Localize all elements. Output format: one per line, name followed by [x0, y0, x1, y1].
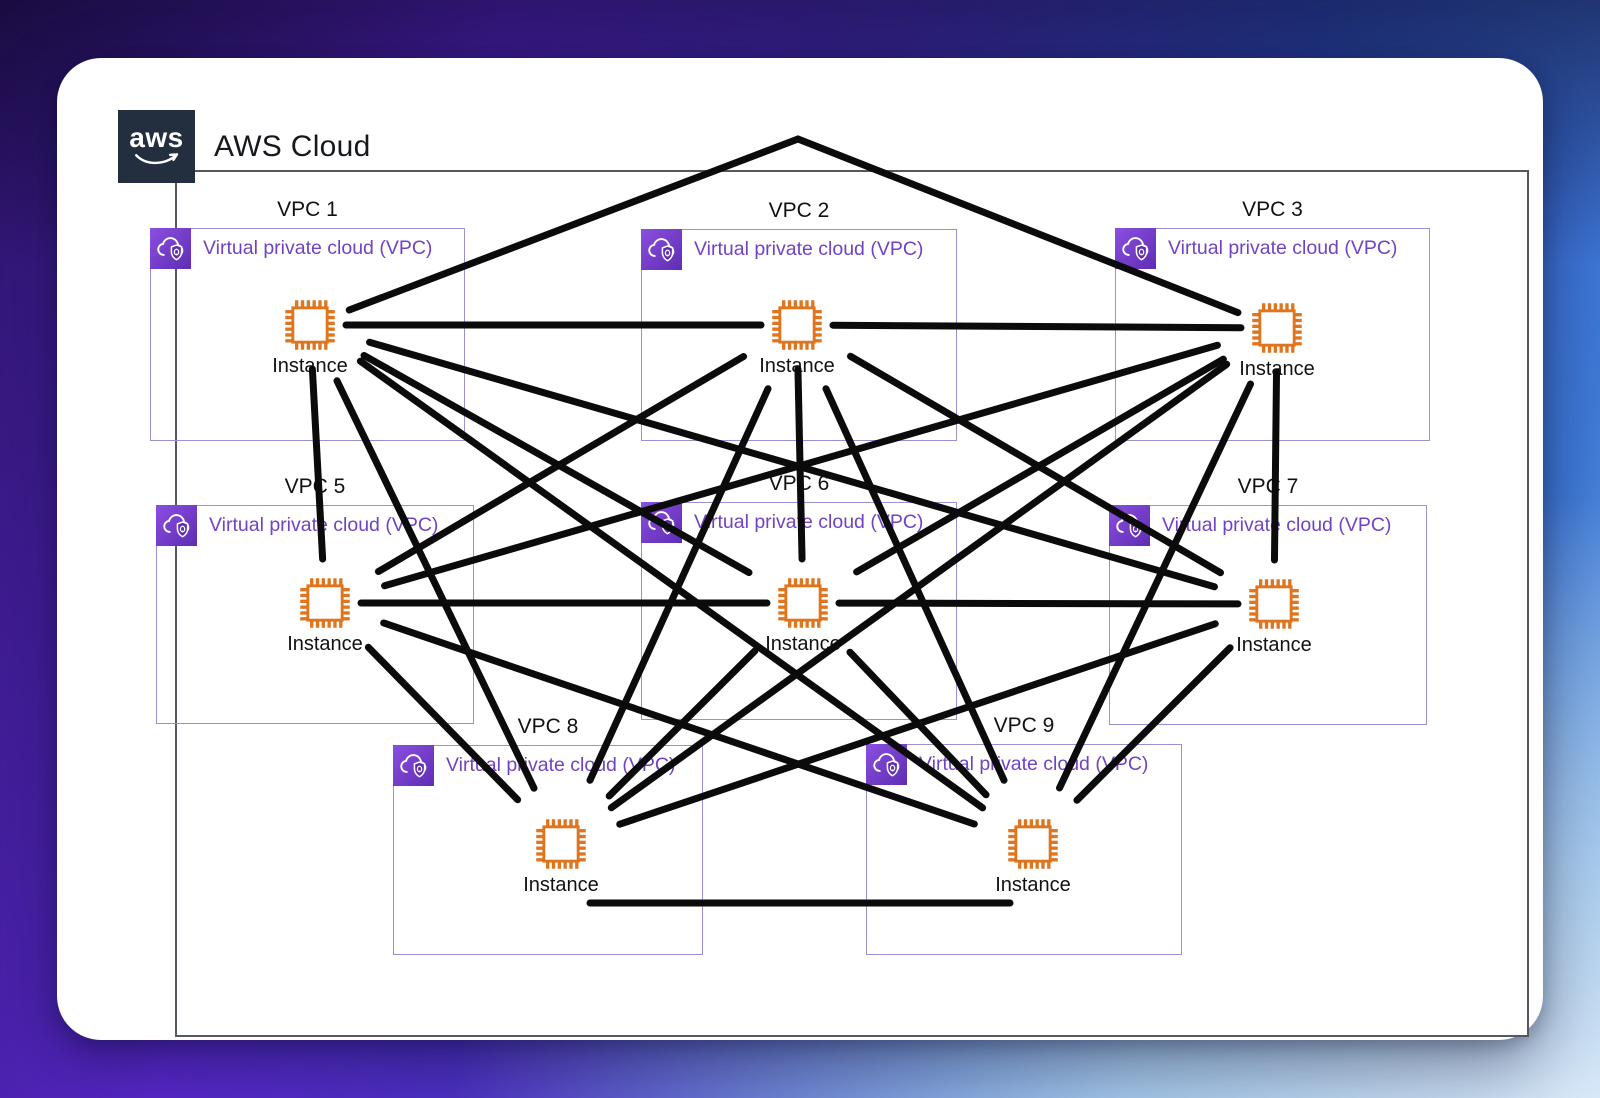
- aws-cloud-boundary: [175, 170, 1529, 1037]
- aws-logo-text: aws: [129, 122, 184, 153]
- diagram-card: [57, 58, 1543, 1040]
- aws-logo: aws: [118, 110, 195, 183]
- aws-cloud-title: AWS Cloud: [214, 130, 371, 163]
- aws-smile-icon: [134, 153, 178, 165]
